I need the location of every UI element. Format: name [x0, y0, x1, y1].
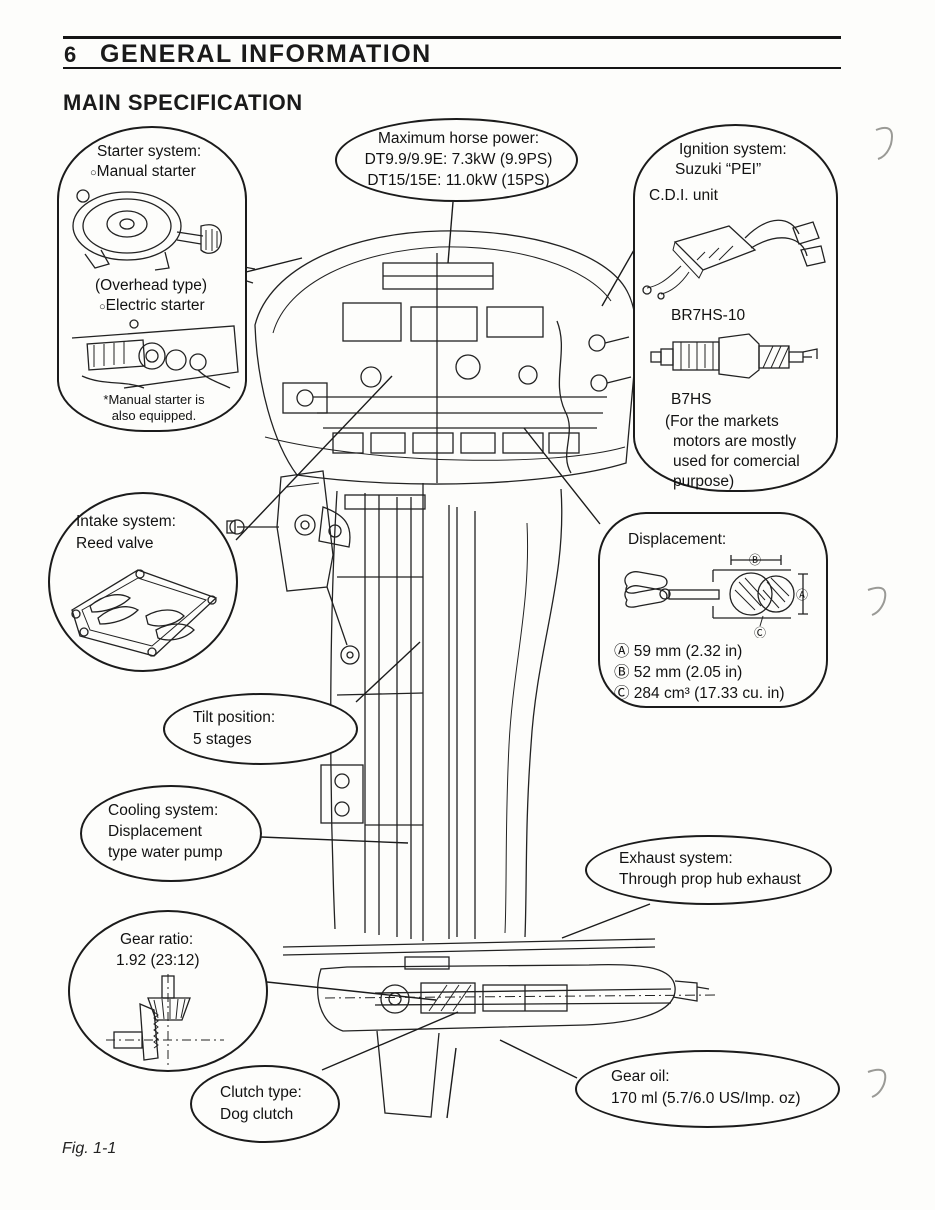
- figure-caption: Fig. 1-1: [62, 1140, 117, 1157]
- clutch-title: Clutch type:: [220, 1084, 302, 1101]
- displacement-title: Displacement:: [628, 531, 727, 548]
- page-title: GENERAL INFORMATION: [100, 40, 432, 68]
- ignition-note-line1: (For the markets: [665, 413, 779, 430]
- maxhp-line3: DT15/15E: 11.0kW (15PS): [367, 172, 550, 189]
- gear-ratio-value: 1.92 (23:12): [116, 952, 200, 969]
- intake-title: Intake system:: [76, 513, 176, 530]
- callout-cooling-system: Cooling system: Displacement type water …: [80, 785, 262, 882]
- tilt-title: Tilt position:: [193, 709, 276, 726]
- starter-item-electric: ○Electric starter: [99, 297, 205, 314]
- spark-plug-model: BR7HS-10: [671, 307, 746, 324]
- displacement-dim-c: Ⓒ 284 cm³ (17.33 cu. in): [614, 685, 785, 702]
- dim-marker-c: Ⓒ: [754, 626, 766, 638]
- callout-intake-system: Intake system: Reed valve: [48, 492, 238, 672]
- ignition-note-line3: used for comercial: [673, 453, 800, 470]
- piston-crank-illustration: Ⓑ Ⓐ Ⓒ: [624, 553, 808, 638]
- header-rule-top: [63, 36, 841, 39]
- dim-marker-a: Ⓐ: [796, 588, 808, 602]
- starter-item-manual: ○Manual starter: [90, 163, 196, 180]
- page-number: 6: [64, 42, 77, 67]
- bullet-icon: ○: [99, 301, 106, 313]
- starter-type-note: (Overhead type): [95, 277, 207, 294]
- ignition-title: Ignition system:: [679, 141, 787, 158]
- starter-footnote: *Manual starter is also equipped.: [103, 392, 205, 424]
- callout-max-horse-power: Maximum horse power: DT9.9/9.9E: 7.3kW (…: [335, 118, 578, 202]
- header-rule-bottom: [63, 67, 841, 69]
- reed-valve-illustration: [71, 569, 218, 657]
- cdi-unit-label: C.D.I. unit: [649, 187, 718, 204]
- callout-tilt-position: Tilt position: 5 stages: [163, 693, 358, 765]
- clutch-value: Dog clutch: [220, 1106, 294, 1123]
- exhaust-title: Exhaust system:: [619, 850, 733, 867]
- section-title: MAIN SPECIFICATION: [63, 90, 303, 115]
- cooling-value-line2: type water pump: [108, 844, 223, 861]
- cooling-value-line1: Displacement: [108, 823, 202, 840]
- ignition-subtitle: Suzuki “PEI”: [675, 161, 762, 178]
- displacement-dim-a: Ⓐ 59 mm (2.32 in): [614, 643, 743, 660]
- callout-ignition-system: Ignition system: Suzuki “PEI” C.D.I. uni…: [633, 124, 838, 492]
- bullet-icon: ○: [90, 167, 97, 179]
- dim-marker-b: Ⓑ: [749, 553, 761, 567]
- tilt-value: 5 stages: [193, 731, 252, 748]
- maxhp-line2: DT9.9/9.9E: 7.3kW (9.9PS): [364, 151, 553, 168]
- exhaust-value: Through prop hub exhaust: [619, 871, 801, 888]
- cooling-title: Cooling system:: [108, 802, 219, 819]
- electric-starter-illustration: [71, 319, 239, 389]
- ignition-note-line4: purpose): [673, 473, 735, 490]
- callout-gear-ratio: Gear ratio: 1.92 (23:12): [68, 910, 268, 1072]
- gear-oil-title: Gear oil:: [611, 1068, 670, 1085]
- gear-ratio-title: Gear ratio:: [120, 931, 194, 948]
- callout-starter-system: Starter system: ○Manual starter (Overhea…: [57, 126, 247, 432]
- intake-value: Reed valve: [76, 535, 154, 552]
- recoil-starter-illustration: [72, 189, 222, 271]
- callout-clutch-type: Clutch type: Dog clutch: [190, 1065, 340, 1143]
- starter-title: Starter system:: [97, 143, 202, 160]
- callout-exhaust-system: Exhaust system: Through prop hub exhaust: [585, 835, 832, 905]
- alt-spark-plug-model: B7HS: [671, 391, 712, 408]
- bevel-gears-illustration: [106, 974, 224, 1066]
- maxhp-line1: Maximum horse power:: [377, 130, 540, 147]
- callout-displacement: Displacement: Ⓑ Ⓐ Ⓒ Ⓐ 59 mm (2.32 in) Ⓑ …: [598, 512, 828, 708]
- ignition-note-line2: motors are mostly: [673, 433, 797, 450]
- callout-gear-oil: Gear oil: 170 ml (5.7/6.0 US/Imp. oz): [575, 1050, 840, 1128]
- displacement-dim-b: Ⓑ 52 mm (2.05 in): [614, 664, 743, 681]
- spark-plug-illustration: [650, 333, 818, 379]
- gear-oil-value: 170 ml (5.7/6.0 US/Imp. oz): [611, 1090, 801, 1107]
- page-curl-marks: [867, 126, 893, 1098]
- cdi-unit-illustration: [642, 219, 826, 300]
